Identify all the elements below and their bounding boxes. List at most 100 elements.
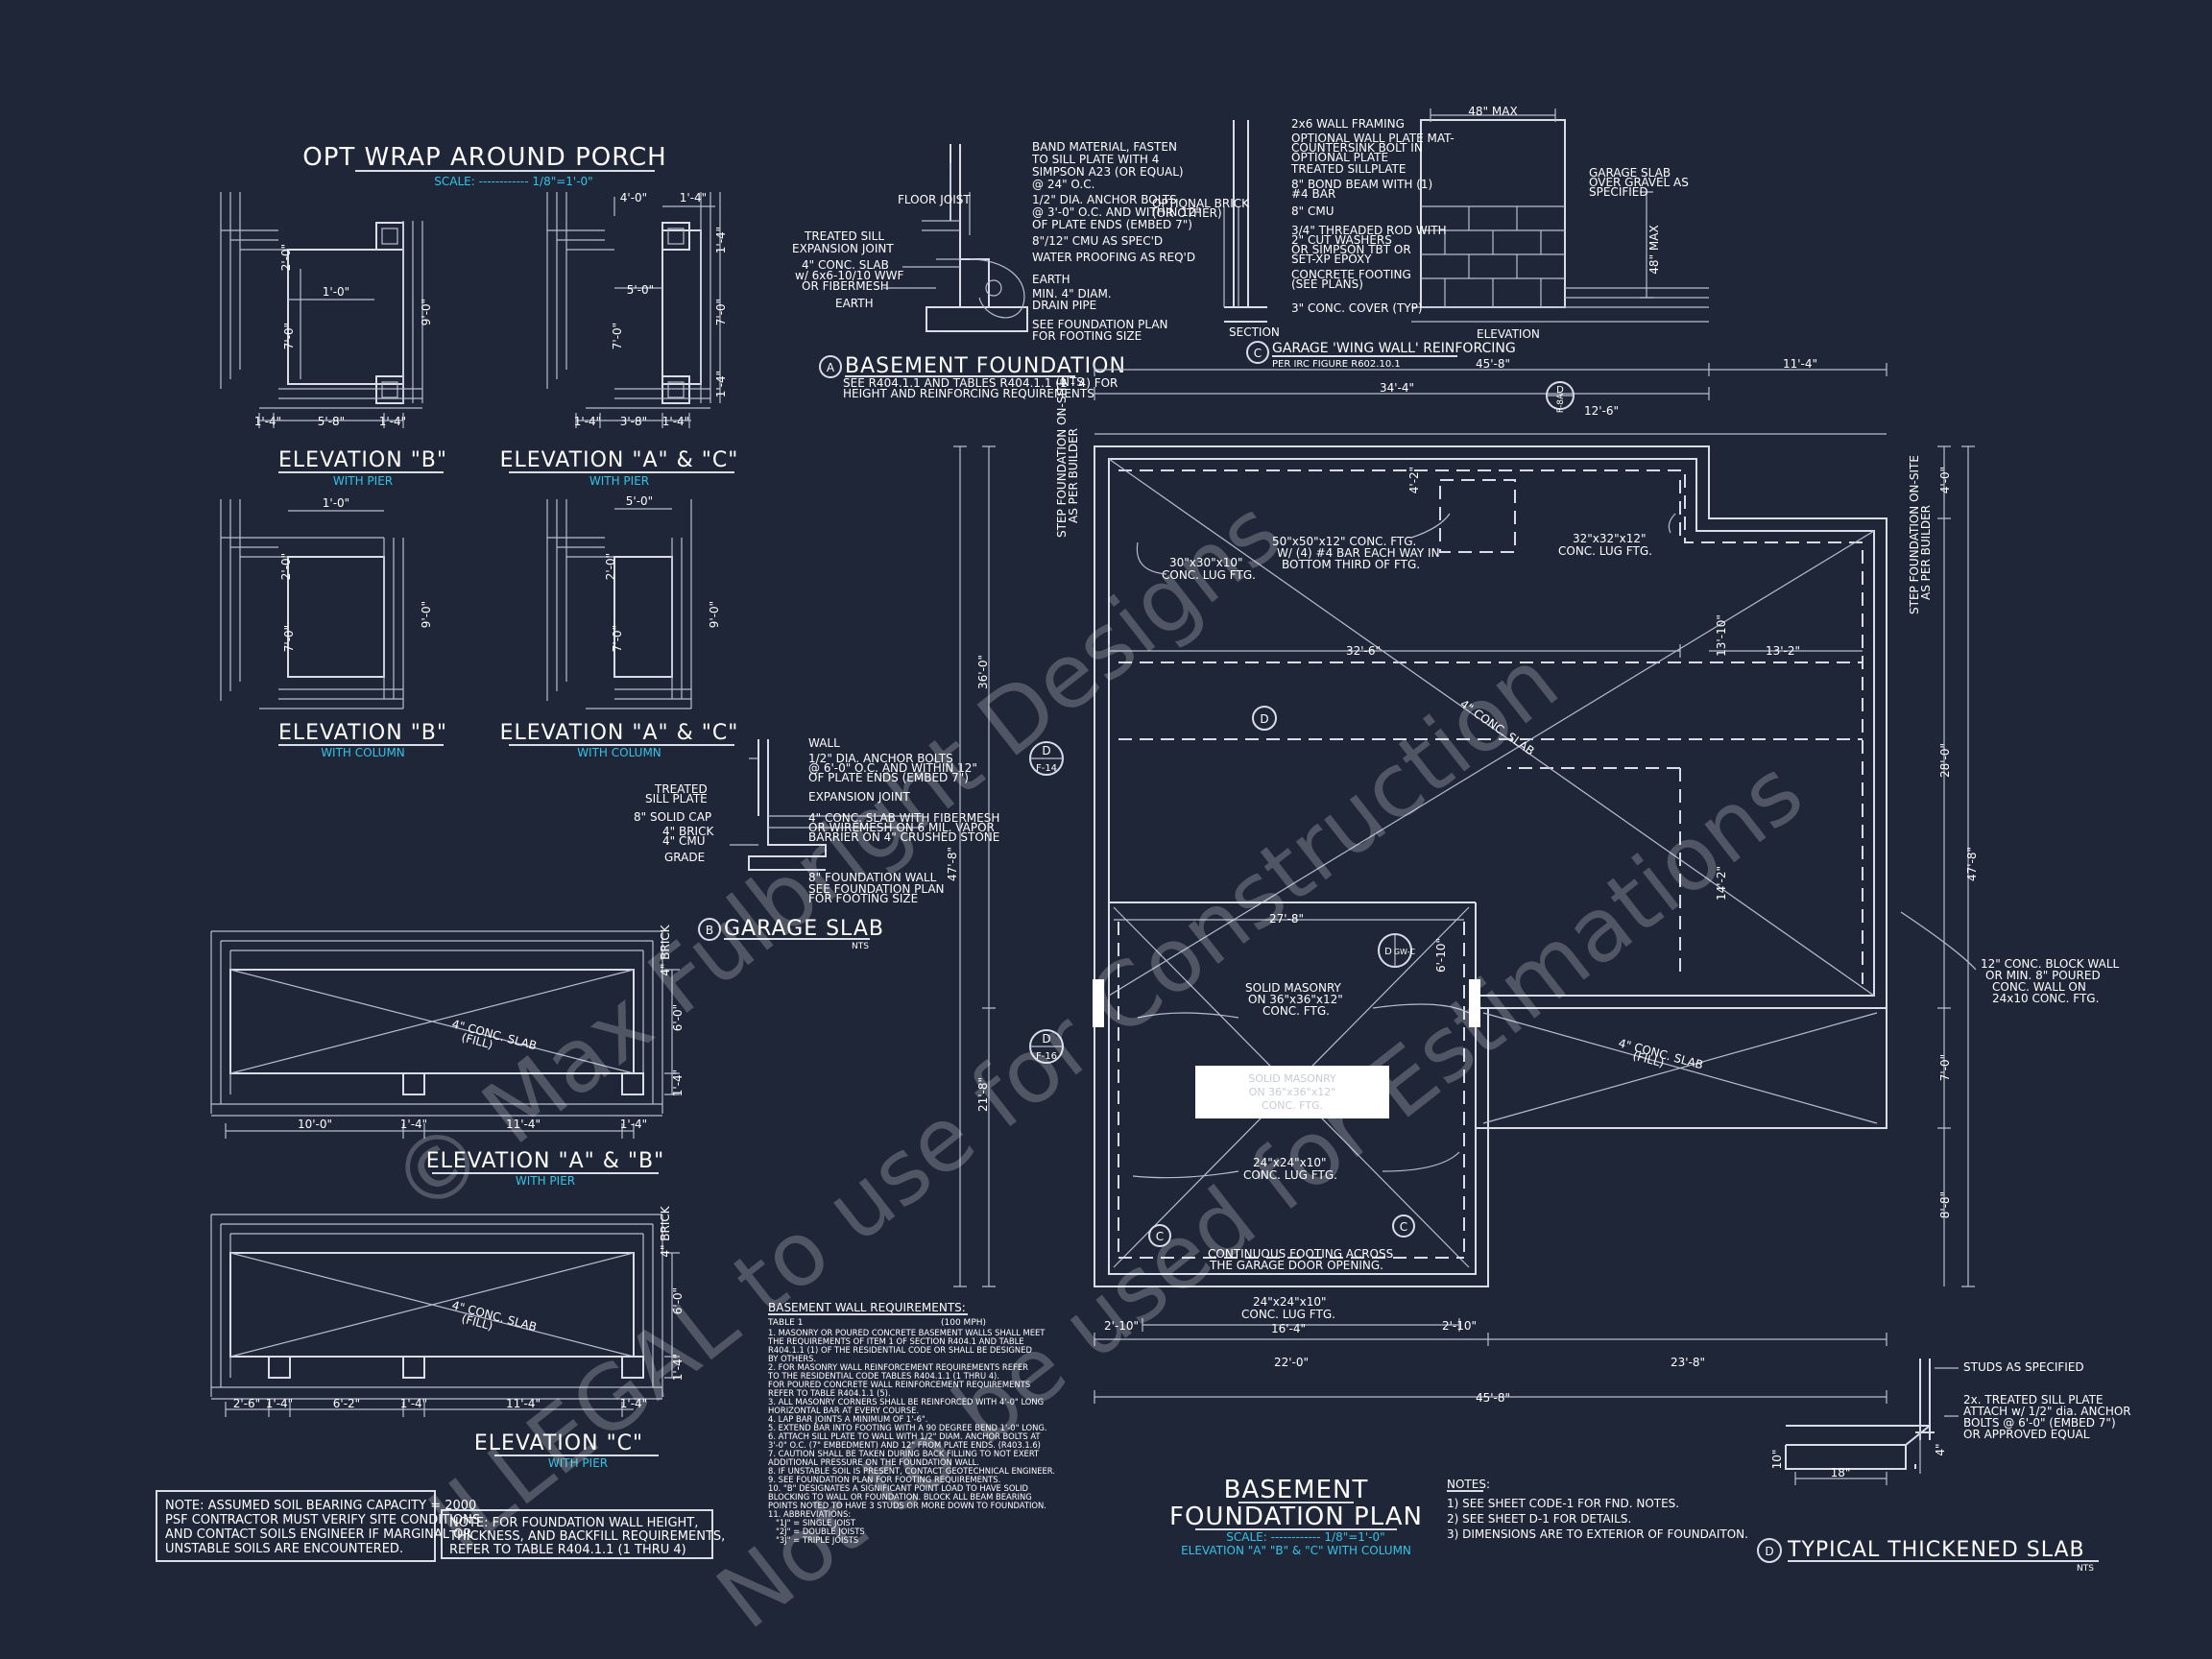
dim: 6'-0": [671, 1287, 685, 1314]
detail-tag-a: A: [827, 361, 835, 374]
dim: 11'-4": [506, 1118, 541, 1131]
garage-wing-title: GARAGE 'WING WALL' REINFORCING: [1272, 341, 1516, 356]
req-line: 11. ABBREVIATIONS:: [768, 1509, 851, 1519]
wp-label: WATER PROOFING AS REQ'D: [1032, 251, 1195, 264]
plan-dim: 13'-10": [1715, 614, 1728, 657]
with-column-label: WITH COLUMN: [321, 746, 405, 759]
soil-note: NOTE: ASSUMED SOIL BEARING CAPACITY = 20…: [165, 1499, 476, 1513]
thick-label: ATTACH w/ 1/2" dia. ANCHOR: [1963, 1405, 2131, 1418]
elev-c-slab: 2'-6" 1'-4" 6'-2" 1'-4" 11'-4" 1'-4" 6'-…: [210, 1205, 685, 1470]
gw-label: OPTIONAL WALL PLATE MAT-: [1291, 132, 1455, 145]
gw-opt-label: (OR OTHER): [1152, 206, 1222, 220]
gw-gar-label: OVER GRAVEL AS: [1589, 176, 1689, 189]
porch-elev-ac-column: 5'-0" 7'-0" 9'-0" 2'-0" ELEVATION "A" & …: [500, 494, 738, 759]
dim: 10'-0": [298, 1118, 332, 1131]
gs-label: GRADE: [664, 851, 705, 864]
drain-label: MIN. 4" DIAM.: [1032, 287, 1112, 301]
req-line: THE REQUIREMENTS OF ITEM 1 OF SECTION R4…: [767, 1336, 1024, 1346]
gw-label: OR SIMPSON TBT OR: [1291, 243, 1411, 256]
detail-tag-c: C: [1254, 347, 1262, 360]
thick-label: 2x. TREATED SILL PLATE: [1963, 1393, 2104, 1407]
dim-9-0: 9'-0": [420, 299, 433, 325]
plan-notes: NOTES: 1) SEE SHEET CODE-1 FOR FND. NOTE…: [1447, 1478, 1748, 1541]
max48-label: 48" MAX: [1468, 105, 1517, 118]
gs-label: 8" FOUNDATION WALL: [808, 871, 937, 884]
cont-label: THE GARAGE DOOR OPENING.: [1209, 1259, 1383, 1272]
gs-label: WALL: [808, 736, 840, 750]
elev-ab-title: ELEVATION "A" & "B": [426, 1149, 665, 1173]
requirements-mph: (100 MPH): [941, 1318, 986, 1328]
cont-label: CONTINUOUS FOOTING ACROSS: [1208, 1247, 1393, 1261]
req-line: 9. SEE FOUNDATION PLAN FOR FOOTING REQUI…: [768, 1475, 1000, 1484]
tag-c: C: [1156, 1230, 1164, 1243]
req-line: 8. IF UNSTABLE SOIL IS PRESENT, CONTACT …: [768, 1466, 1055, 1476]
dim-2-0: 2'-0": [279, 553, 293, 580]
gw-elevation-label: ELEVATION: [1477, 327, 1540, 341]
gs-label: OR WIREMESH ON 6 MIL. VAPOR: [808, 821, 995, 834]
step-label: STEP FOUNDATION ON-SITE: [1908, 455, 1921, 614]
plan-dim: 22'-0": [1274, 1356, 1309, 1369]
nts-label: NTS: [852, 942, 869, 951]
dim: 1'-4": [671, 1354, 685, 1381]
dim-1-4: 1'-4": [662, 415, 689, 428]
plan-scale: SCALE: ------------ 1/8"=1'-0": [1226, 1530, 1384, 1544]
req-line: HORIZONTAL BAR AT EVERY COURSE.: [768, 1406, 919, 1415]
dim: 1'-4": [400, 1118, 427, 1131]
wall-label: CONC. WALL ON: [1992, 980, 2086, 994]
req-line: ADDITIONAL PRESSURE ON THE FOUNDATION WA…: [768, 1457, 979, 1467]
plan-dim: 34'-4": [1380, 381, 1414, 395]
gs-label: OF PLATE ENDS (EMBED 7"): [808, 771, 969, 784]
step-label: AS PER BUILDER: [1067, 428, 1080, 523]
gw-gar-label: GARAGE SLAB: [1589, 166, 1671, 180]
dim-1-4: 1'-4": [680, 191, 707, 204]
anchor-label: 1/2" DIA. ANCHOR BOLTS: [1032, 193, 1177, 206]
notes-title: NOTES:: [1447, 1478, 1490, 1491]
step-label: STEP FOUNDATION ON-SITE: [1055, 378, 1069, 538]
exp-label: EXPANSION JOINT: [792, 242, 894, 255]
door-pier: [1469, 979, 1480, 1027]
notes-boxes: NOTE: ASSUMED SOIL BEARING CAPACITY = 20…: [156, 1490, 725, 1562]
plan-dim: 28'-0": [1938, 743, 1952, 778]
gw-section-label: SECTION: [1229, 325, 1280, 339]
soil-note: UNSTABLE SOILS ARE ENCOUNTERED.: [165, 1542, 403, 1556]
plan-dim: 14'-2": [1715, 866, 1728, 901]
garage-slab-title: GARAGE SLAB: [724, 917, 884, 941]
solid-label: ON 36"x36"x12": [1248, 993, 1343, 1006]
req-line: "3J" = TRIPLE JOISTS: [776, 1535, 858, 1545]
plan-dim: 13'-2": [1766, 644, 1800, 658]
ftg-label: 32"x32"x12": [1573, 532, 1647, 545]
gs-label: 8" SOLID CAP: [634, 810, 711, 824]
box-label: SOLID MASONRY: [1248, 1072, 1336, 1085]
plan-dim: 27'-8": [1269, 912, 1304, 926]
with-pier-label: WITH PIER: [516, 1174, 575, 1188]
see-label: SEE FOUNDATION PLAN: [1032, 318, 1168, 331]
slab-label: OR FIBERMESH: [802, 279, 889, 293]
plan-dim: 7'-0": [1938, 1054, 1952, 1081]
plan-dim: 32'-6": [1346, 644, 1381, 658]
gw-gar-label: SPECIFIED: [1589, 185, 1648, 199]
req-line: 3'-0" O.C. (7" EMBEDMENT) AND 12" FROM P…: [768, 1440, 1041, 1450]
gw-label: SET-XP EPOXY: [1291, 252, 1372, 266]
req-line: FOR POURED CONCRETE WALL REINFORCEMENT R…: [768, 1380, 1030, 1389]
band-label: SIMPSON A23 (OR EQUAL): [1032, 165, 1184, 179]
plan-dim: 47'-8": [946, 847, 959, 881]
ftg-label: 50"x50"x12" CONC. FTG.: [1272, 535, 1416, 548]
elev-b-pier-title: ELEVATION "B": [278, 448, 447, 472]
garage-wing-sub: PER IRC FIGURE R602.10.1: [1272, 359, 1401, 370]
band-label: TO SILL PLATE WITH 4: [1031, 153, 1159, 166]
lug-label: CONC. LUG FTG.: [1241, 1308, 1335, 1321]
joist-label: FLOOR JOIST: [898, 193, 971, 206]
gw-label: 8" CMU: [1291, 204, 1334, 218]
dim: 1'-4": [620, 1118, 647, 1131]
dim-7-0: 7'-0": [611, 625, 624, 652]
tag-f8: F-8A: [1556, 393, 1566, 413]
with-column-label: WITH COLUMN: [577, 746, 661, 759]
dim-1-4: 1'-4": [714, 227, 728, 253]
dim-7-0: 7'-0": [282, 625, 296, 652]
plan-title: BASEMENT: [1224, 1476, 1369, 1504]
gs-label: BARRIER ON 4" CRUSHED STONE: [808, 830, 999, 844]
elev-ac-pier-title: ELEVATION "A" & "C": [500, 448, 739, 472]
tag-d: D: [1042, 744, 1050, 757]
treated-label: TREATED SILL: [804, 229, 884, 243]
